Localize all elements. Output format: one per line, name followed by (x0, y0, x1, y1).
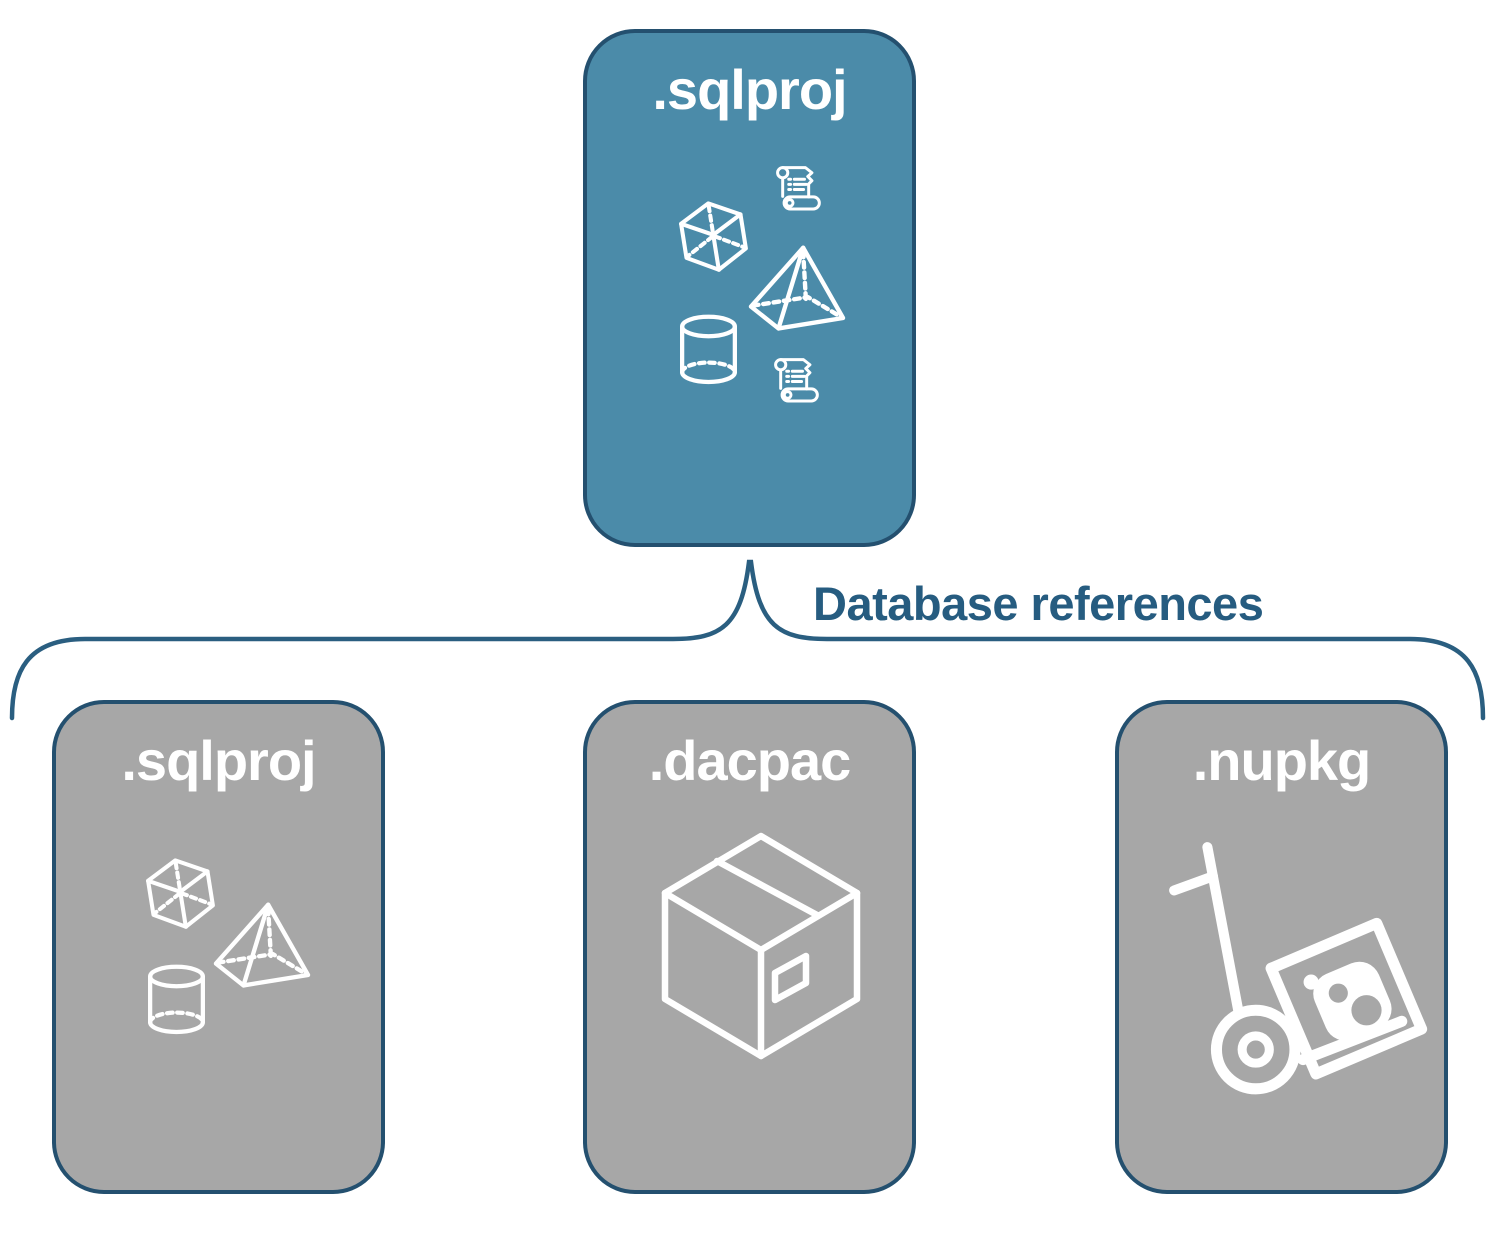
child-node-label: .sqlproj (121, 729, 316, 792)
root-node-label: .sqlproj (652, 58, 847, 121)
child-node-dacpac: .dacpac (583, 700, 916, 1194)
script-scroll-icon (774, 358, 819, 403)
hand-truck-package-icon (1169, 842, 1428, 1095)
package-box-icon (661, 832, 861, 1060)
child-node-sqlproj: .sqlproj (52, 700, 385, 1194)
child-node-label: .dacpac (648, 729, 852, 792)
cube-icon (679, 201, 748, 272)
pyramid-icon (213, 902, 311, 988)
root-node-sqlproj: .sqlproj (583, 29, 916, 547)
script-scroll-icon (776, 166, 821, 211)
connector-label: Database references (813, 577, 1264, 630)
cylinder-icon (680, 314, 737, 385)
cylinder-icon (148, 964, 205, 1035)
brace-connector (9, 559, 1486, 721)
pyramid-icon (748, 245, 846, 331)
child-node-nupkg: .nupkg (1115, 700, 1448, 1194)
child-node-label: .nupkg (1192, 729, 1372, 792)
cube-icon (146, 858, 215, 929)
